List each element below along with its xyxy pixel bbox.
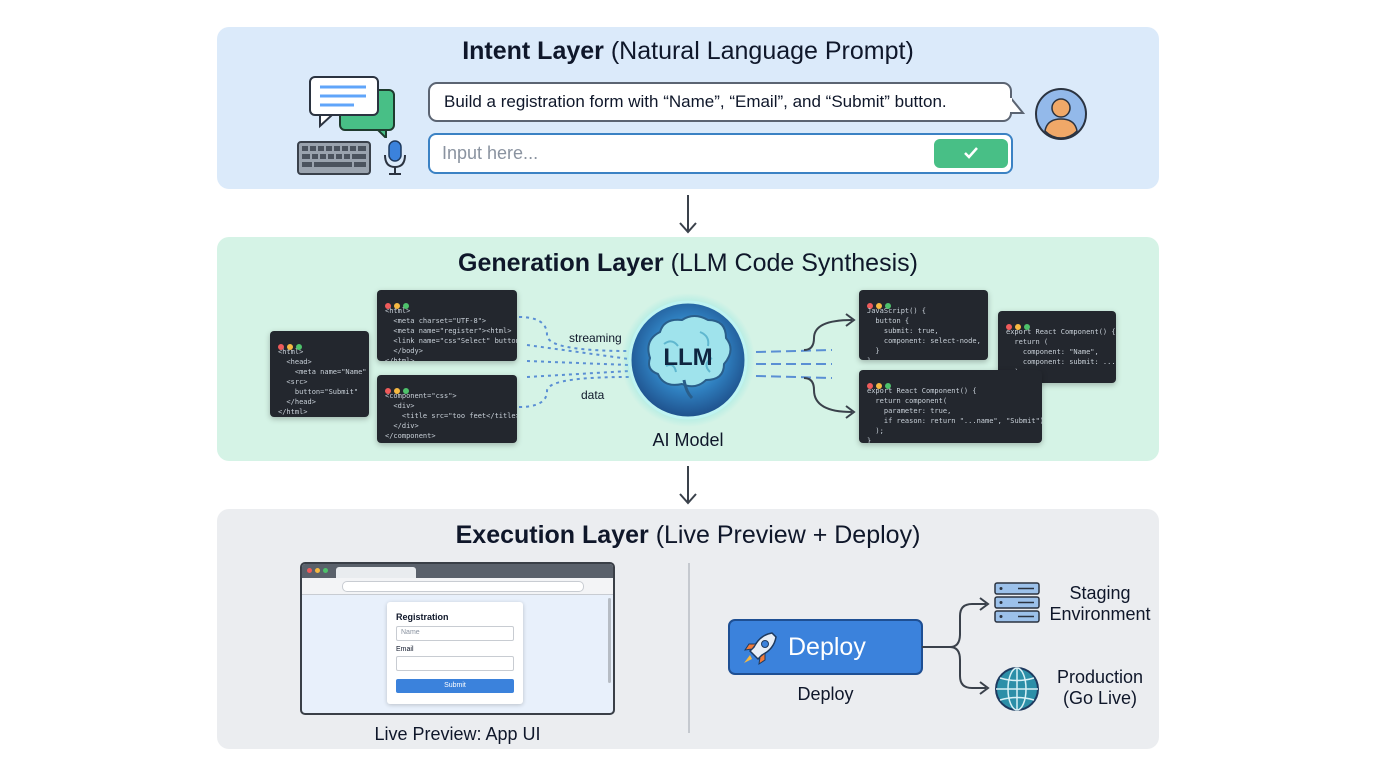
preview-caption: Live Preview: App UI: [374, 724, 541, 744]
data-label: data: [581, 388, 605, 402]
rocket-icon: [743, 632, 777, 666]
form-title: Registration: [396, 612, 449, 622]
code-window-input-2: <html> <meta charset="UTF-8"> <meta name…: [377, 290, 517, 361]
name-input[interactable]: Name: [396, 626, 514, 641]
code-input-2: <html> <meta charset="UTF-8"> <meta name…: [385, 307, 517, 361]
code-window-output-1: JavaScript() { button { submit: true, co…: [859, 290, 988, 360]
microphone-icon: [384, 140, 406, 175]
code-window-input-3: <component="css"> <div> <title src="too …: [377, 375, 517, 443]
intent-layer-title: Intent Layer (Natural Language Prompt): [217, 37, 1159, 66]
email-input[interactable]: [396, 656, 514, 671]
server-stack-icon: [994, 582, 1040, 623]
down-arrow-icon-2: [679, 466, 697, 505]
code-input-3: <component="css"> <div> <title src="too …: [385, 392, 517, 440]
prompt-text: Build a registration form with “Name”, “…: [444, 92, 947, 111]
execution-title-sub: (Live Preview + Deploy): [655, 521, 921, 549]
deploy-button-label: Deploy: [788, 633, 866, 661]
email-label: Email: [396, 646, 414, 653]
production-label-line-1: Production: [1056, 667, 1144, 687]
streaming-data-lines: [518, 316, 630, 408]
llm-label: LLM: [663, 344, 713, 371]
production-label-line-2: (Go Live): [1062, 688, 1138, 708]
production-label: Production (Go Live): [1044, 667, 1156, 709]
staging-label: Staging Environment: [1044, 583, 1156, 625]
generation-title-sub: (LLM Code Synthesis): [670, 249, 918, 277]
output-branch-lines: [755, 313, 856, 419]
live-preview-browser: Registration Name Email Submit: [300, 562, 615, 715]
generation-layer-title: Generation Layer (LLM Code Synthesis): [217, 249, 1159, 278]
checkmark-icon: [964, 147, 978, 159]
keyboard-icon: [297, 141, 371, 175]
browser-address-bar[interactable]: [342, 581, 584, 592]
browser-address-bar-row: [302, 578, 613, 595]
deploy-caption: Deploy: [797, 684, 854, 704]
code-output-3: export React Component() { return compon…: [867, 387, 1042, 443]
code-input-1: <html> <head> <meta name="Name" <src> bu…: [278, 348, 367, 416]
globe-icon: [995, 667, 1039, 711]
browser-tab[interactable]: [336, 567, 416, 578]
user-avatar-icon: [1035, 88, 1087, 140]
deploy-branch-arrows: [922, 597, 990, 695]
name-input-placeholder: Name: [401, 629, 420, 636]
submit-button[interactable]: Submit: [396, 679, 514, 693]
send-button[interactable]: [934, 139, 1008, 168]
chat-bubbles-icon: [309, 76, 395, 138]
code-output-1: JavaScript() { button { submit: true, co…: [867, 307, 981, 360]
execution-title-bold: Execution Layer: [455, 521, 649, 549]
code-window-output-3: export React Component() { return compon…: [859, 370, 1042, 443]
deploy-button[interactable]: Deploy: [728, 619, 923, 675]
prompt-bubble: Build a registration form with “Name”, “…: [428, 82, 1012, 122]
ai-model-label: AI Model: [652, 430, 724, 450]
streaming-label: streaming: [569, 331, 622, 345]
section-divider: [688, 563, 690, 733]
intent-title-bold: Intent Layer: [462, 37, 604, 65]
browser-scrollbar[interactable]: [608, 598, 611, 683]
prompt-bubble-tail: [1010, 96, 1026, 114]
generation-title-bold: Generation Layer: [458, 249, 664, 277]
browser-tab-bar: [302, 564, 613, 578]
intent-title-sub: (Natural Language Prompt): [610, 37, 914, 65]
execution-layer-title: Execution Layer (Live Preview + Deploy): [217, 521, 1159, 550]
code-window-input-1: <html> <head> <meta name="Name" <src> bu…: [270, 331, 369, 417]
prompt-input-placeholder: Input here...: [442, 143, 539, 163]
staging-label-line-1: Staging: [1069, 583, 1131, 603]
down-arrow-icon: [679, 195, 697, 234]
llm-brain-icon: [621, 293, 755, 427]
staging-label-line-2: Environment: [1049, 604, 1151, 624]
prompt-input[interactable]: Input here...: [428, 133, 1013, 174]
registration-form: Registration Name Email Submit: [387, 602, 523, 704]
